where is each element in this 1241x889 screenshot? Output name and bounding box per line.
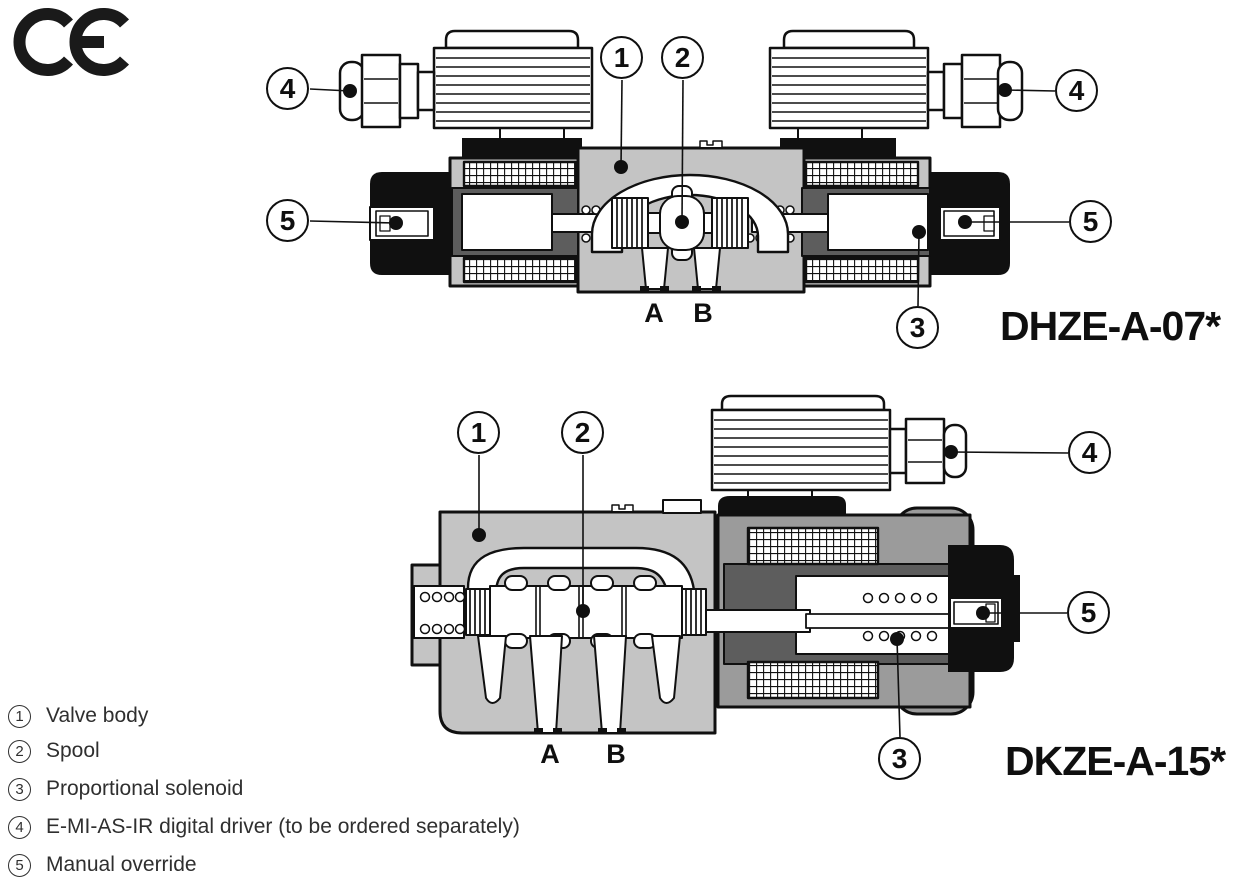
digital-driver-left xyxy=(432,29,594,141)
legend-num-2: 2 xyxy=(8,739,31,763)
port-a-label-bottom: A xyxy=(540,739,560,769)
callout-2-bottom-spool: 2 xyxy=(561,411,604,454)
callout-1-bottom-valve-body: 1 xyxy=(457,411,500,454)
port-b-label-top: B xyxy=(693,298,713,328)
legend-item-digital-driver: 4 E-MI-AS-IR digital driver (to be order… xyxy=(8,815,520,839)
ports-top xyxy=(640,247,721,292)
callout-5-top-left-override: 5 xyxy=(266,199,309,242)
internal-channel xyxy=(590,173,790,254)
port-b-label-bottom: B xyxy=(606,739,626,769)
legend-label-3: Proportional solenoid xyxy=(46,777,244,800)
callout-2-top-spool: 2 xyxy=(661,36,704,79)
legend-num-4: 4 xyxy=(8,815,31,839)
ce-letter-e xyxy=(69,8,129,76)
callout-leader-lines xyxy=(309,79,1069,738)
legend-label-1: Valve body xyxy=(46,704,149,727)
legend-item-spool: 2 Spool xyxy=(8,739,100,763)
legend-num-5: 5 xyxy=(8,853,31,877)
callout-1-top-valve-body: 1 xyxy=(600,36,643,79)
legend-item-valve-body: 1 Valve body xyxy=(8,704,148,728)
callout-leader-dots xyxy=(343,83,1012,646)
callout-5-top-right-override: 5 xyxy=(1069,200,1112,243)
coil-plate-left xyxy=(462,138,582,158)
coil-plate-bottom xyxy=(718,496,846,518)
callout-4-top-left-driver: 4 xyxy=(266,67,309,110)
coil-plate-right xyxy=(780,138,896,158)
digital-driver-bottom xyxy=(710,394,892,501)
ce-letter-c xyxy=(13,8,73,76)
push-rod-bottom xyxy=(699,609,811,633)
solenoid-coils-bottom xyxy=(746,526,880,700)
mounting-tab xyxy=(699,140,723,147)
legend-num-1: 1 xyxy=(8,704,31,728)
port-a-label-top: A xyxy=(644,298,664,328)
cable-gland-bottom xyxy=(888,417,968,485)
end-cap-left xyxy=(369,172,450,275)
callout-5-bottom-override: 5 xyxy=(1067,591,1110,634)
callout-4-bottom-driver: 4 xyxy=(1068,431,1111,474)
legend-label-4: E-MI-AS-IR digital driver (to be ordered… xyxy=(46,815,520,838)
model-label-dhze: DHZE-A-07* xyxy=(1000,303,1221,349)
callout-3-bottom-solenoid: 3 xyxy=(878,737,921,780)
legend-label-2: Spool xyxy=(46,739,100,762)
legend-label-5: Manual override xyxy=(46,853,197,876)
spool-bottom xyxy=(413,575,953,649)
ports-bottom xyxy=(477,635,681,734)
top-valve-drawing xyxy=(338,29,1024,294)
digital-driver-right xyxy=(768,29,930,141)
legend-item-proportional-solenoid: 3 Proportional solenoid xyxy=(8,777,243,801)
legend-num-3: 3 xyxy=(8,777,31,801)
legend-item-manual-override: 5 Manual override xyxy=(8,853,197,877)
armature-left xyxy=(461,193,553,251)
model-label-dkze: DKZE-A-15* xyxy=(1005,738,1226,784)
solenoid-coils xyxy=(462,160,920,284)
ce-mark-logo xyxy=(13,8,129,76)
armature-right xyxy=(827,193,929,251)
callout-4-top-right-driver: 4 xyxy=(1055,69,1098,112)
callout-3-top-solenoid: 3 xyxy=(896,306,939,349)
bottom-valve-drawing xyxy=(410,394,1020,735)
